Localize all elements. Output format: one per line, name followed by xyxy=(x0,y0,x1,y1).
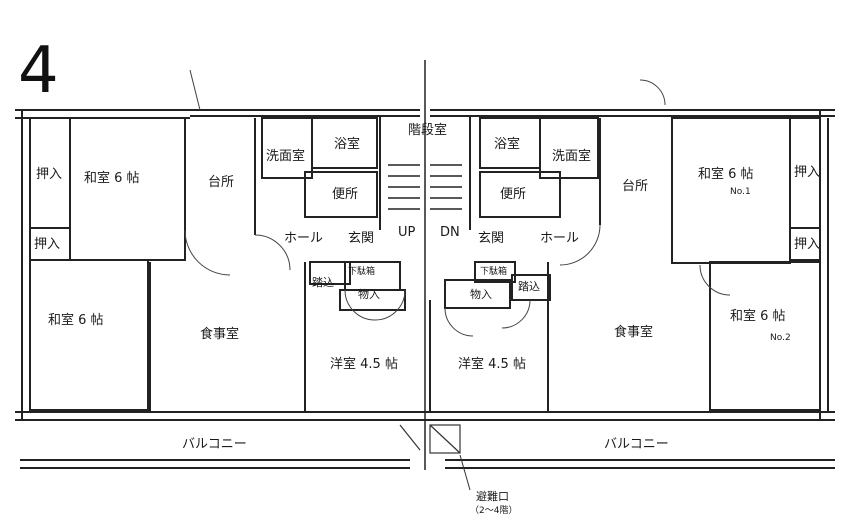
right-senmenshitsu: 洗面室 xyxy=(552,148,591,164)
right-washitsu-bottom: 和室 6 帖 xyxy=(730,308,786,324)
evacuation-hatch xyxy=(399,424,461,454)
left-daidokoro: 台所 xyxy=(208,175,234,190)
right-oshiire-top: 押入 xyxy=(794,165,820,180)
left-unit-labels: 押入 和室 6 帖 押入 和室 6 帖 台所 食事室 洗面室 浴室 便所 ホール… xyxy=(34,136,398,452)
left-shokujishitsu: 食事室 xyxy=(200,326,239,342)
right-genkan: 玄関 xyxy=(478,231,504,246)
right-balcony: バルコニー xyxy=(604,437,669,452)
left-getabako: 下駄箱 xyxy=(348,265,375,277)
stairs-label: 階段室 xyxy=(408,122,447,138)
left-oshiire-top: 押入 xyxy=(36,167,62,182)
right-washitsu-top-no: No.1 xyxy=(730,187,751,197)
left-benjo: 便所 xyxy=(332,187,358,202)
right-shokujishitsu: 食事室 xyxy=(614,324,653,340)
page-number: 4 xyxy=(18,34,59,108)
left-youshitsu: 洋室 4.5 帖 xyxy=(330,356,398,372)
door-swings xyxy=(184,69,731,337)
walls xyxy=(15,60,835,470)
left-genkan: 玄関 xyxy=(348,231,374,246)
right-fumikomi: 踏込 xyxy=(518,279,540,293)
exit-floors: （2～4階） xyxy=(470,505,517,516)
right-youshitsu: 洋室 4.5 帖 xyxy=(458,356,526,372)
right-unit-labels: 和室 6 帖 No.1 押入 押入 和室 6 帖 No.2 台所 食事室 浴室 … xyxy=(458,136,820,452)
left-monoire: 物入 xyxy=(358,287,380,301)
right-benjo: 便所 xyxy=(500,187,526,202)
left-oshiire-bottom: 押入 xyxy=(34,237,60,252)
right-yokushitsu: 浴室 xyxy=(494,136,520,152)
left-fumikomi: 踏込 xyxy=(312,275,334,289)
exit-label: 避難口 xyxy=(476,489,509,503)
right-getabako: 下駄箱 xyxy=(480,265,507,277)
right-oshiire-bottom: 押入 xyxy=(794,237,820,252)
left-senmenshitsu: 洗面室 xyxy=(266,148,305,164)
exit-labels: 避難口 （2～4階） xyxy=(470,489,517,516)
left-washitsu-top: 和室 6 帖 xyxy=(84,170,140,186)
left-yokushitsu: 浴室 xyxy=(334,136,360,152)
right-hall: ホール xyxy=(540,231,579,246)
right-monoire: 物入 xyxy=(470,287,492,301)
left-balcony: バルコニー xyxy=(182,437,247,452)
stairs-down: DN xyxy=(440,225,460,240)
staircase xyxy=(388,164,462,210)
right-washitsu-bottom-no: No.2 xyxy=(770,333,791,343)
right-washitsu-top: 和室 6 帖 xyxy=(698,166,754,182)
right-daidokoro: 台所 xyxy=(622,179,648,194)
stairs-up: UP xyxy=(398,225,416,240)
left-washitsu-bottom: 和室 6 帖 xyxy=(48,312,104,328)
left-hall: ホール xyxy=(284,231,323,246)
stairs-labels: 階段室 UP DN xyxy=(398,122,460,240)
